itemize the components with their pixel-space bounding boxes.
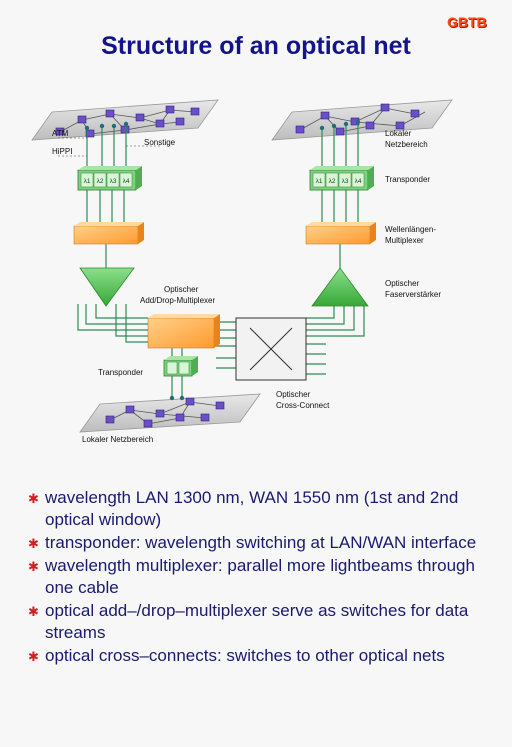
bullet-item: ✱ wavelength LAN 1300 nm, WAN 1550 nm (1s… — [28, 487, 498, 531]
company-logo: GBTB — [447, 14, 487, 30]
bullet-marker-icon: ✱ — [28, 491, 39, 506]
optical-amplifier-down — [79, 267, 135, 307]
label-crossconnect-2: Cross-Connect — [276, 401, 330, 410]
lambda-cell: λ4 — [355, 178, 362, 185]
label-lokaler-netzbereich-top-1: Lokaler — [385, 129, 412, 138]
transponder-top-left: λ1 λ2 λ3 λ4 — [77, 166, 142, 191]
label-adddrop-2: Add/Drop-Multiplexer — [140, 296, 215, 305]
lambda-cell: λ4 — [123, 178, 130, 185]
bullet-item: ✱ wavelength multiplexer: parallel more l… — [28, 555, 498, 599]
lambda-cell: λ1 — [316, 178, 323, 185]
lambda-cell: λ2 — [329, 178, 336, 185]
bullet-text: transponder: wavelength switching at LAN… — [45, 533, 477, 552]
label-atm: ATM — [52, 129, 69, 138]
lan-platform-top-right — [271, 99, 453, 141]
label-faser-1: Optischer — [385, 279, 420, 288]
lan-platform-bottom — [79, 393, 261, 433]
fiber-nodes — [84, 119, 361, 401]
label-wellenlaengen-2: Multiplexer — [385, 236, 424, 245]
bullet-marker-icon: ✱ — [28, 536, 39, 551]
bullet-marker-icon: ✱ — [28, 559, 39, 574]
lambda-cell: λ3 — [342, 178, 349, 185]
optical-net-diagram: λ1 λ2 λ3 λ4 λ1 λ2 λ3 λ4 — [31, 99, 453, 444]
bullet-text: optical add–/drop–multiplexer serve as s… — [45, 601, 469, 642]
lambda-cell: λ2 — [97, 178, 104, 185]
bullet-text: optical cross–connects: switches to othe… — [45, 646, 445, 665]
bullet-marker-icon: ✱ — [28, 649, 39, 664]
wavelength-multiplexer-right — [305, 222, 376, 245]
optical-amplifier-up — [311, 267, 369, 307]
label-hippi: HiPPI — [52, 147, 72, 156]
label-faser-2: Faserverstärker — [385, 290, 441, 299]
lambda-cell: λ3 — [110, 178, 117, 185]
transponder-top-right: λ1 λ2 λ3 λ4 — [309, 166, 374, 191]
bullet-item: ✱ transponder: wavelength switching at LA… — [28, 532, 498, 554]
label-crossconnect-1: Optischer — [276, 390, 311, 399]
bullet-list: ✱ wavelength LAN 1300 nm, WAN 1550 nm (1s… — [28, 487, 498, 668]
page-title: Structure of an optical net — [101, 32, 411, 60]
fiber-lines — [77, 122, 365, 398]
lan-platform-top-left — [31, 99, 219, 141]
bullet-item: ✱ optical add–/drop–multiplexer serve as … — [28, 600, 498, 644]
label-lokaler-netzbereich-bottom: Lokaler Netzbereich — [82, 435, 153, 444]
label-adddrop-1: Optischer — [164, 285, 199, 294]
bullet-marker-icon: ✱ — [28, 604, 39, 619]
label-lokaler-netzbereich-top-2: Netzbereich — [385, 140, 428, 149]
add-drop-multiplexer — [147, 314, 220, 349]
label-transponder-bottom: Transponder — [98, 368, 143, 377]
optical-cross-connect — [235, 317, 307, 381]
bullet-text: wavelength multiplexer: parallel more li… — [45, 556, 475, 597]
bullet-item: ✱ optical cross–connects: switches to oth… — [28, 645, 498, 667]
label-transponder-right: Transponder — [385, 175, 430, 184]
lambda-cell: λ1 — [84, 178, 91, 185]
label-wellenlaengen-1: Wellenlängen- — [385, 225, 436, 234]
wavelength-multiplexer-left — [73, 222, 144, 245]
transponder-bottom — [163, 356, 198, 377]
label-sonstige: Sonstige — [144, 138, 176, 147]
bullet-text: wavelength LAN 1300 nm, WAN 1550 nm (1st… — [45, 488, 459, 529]
